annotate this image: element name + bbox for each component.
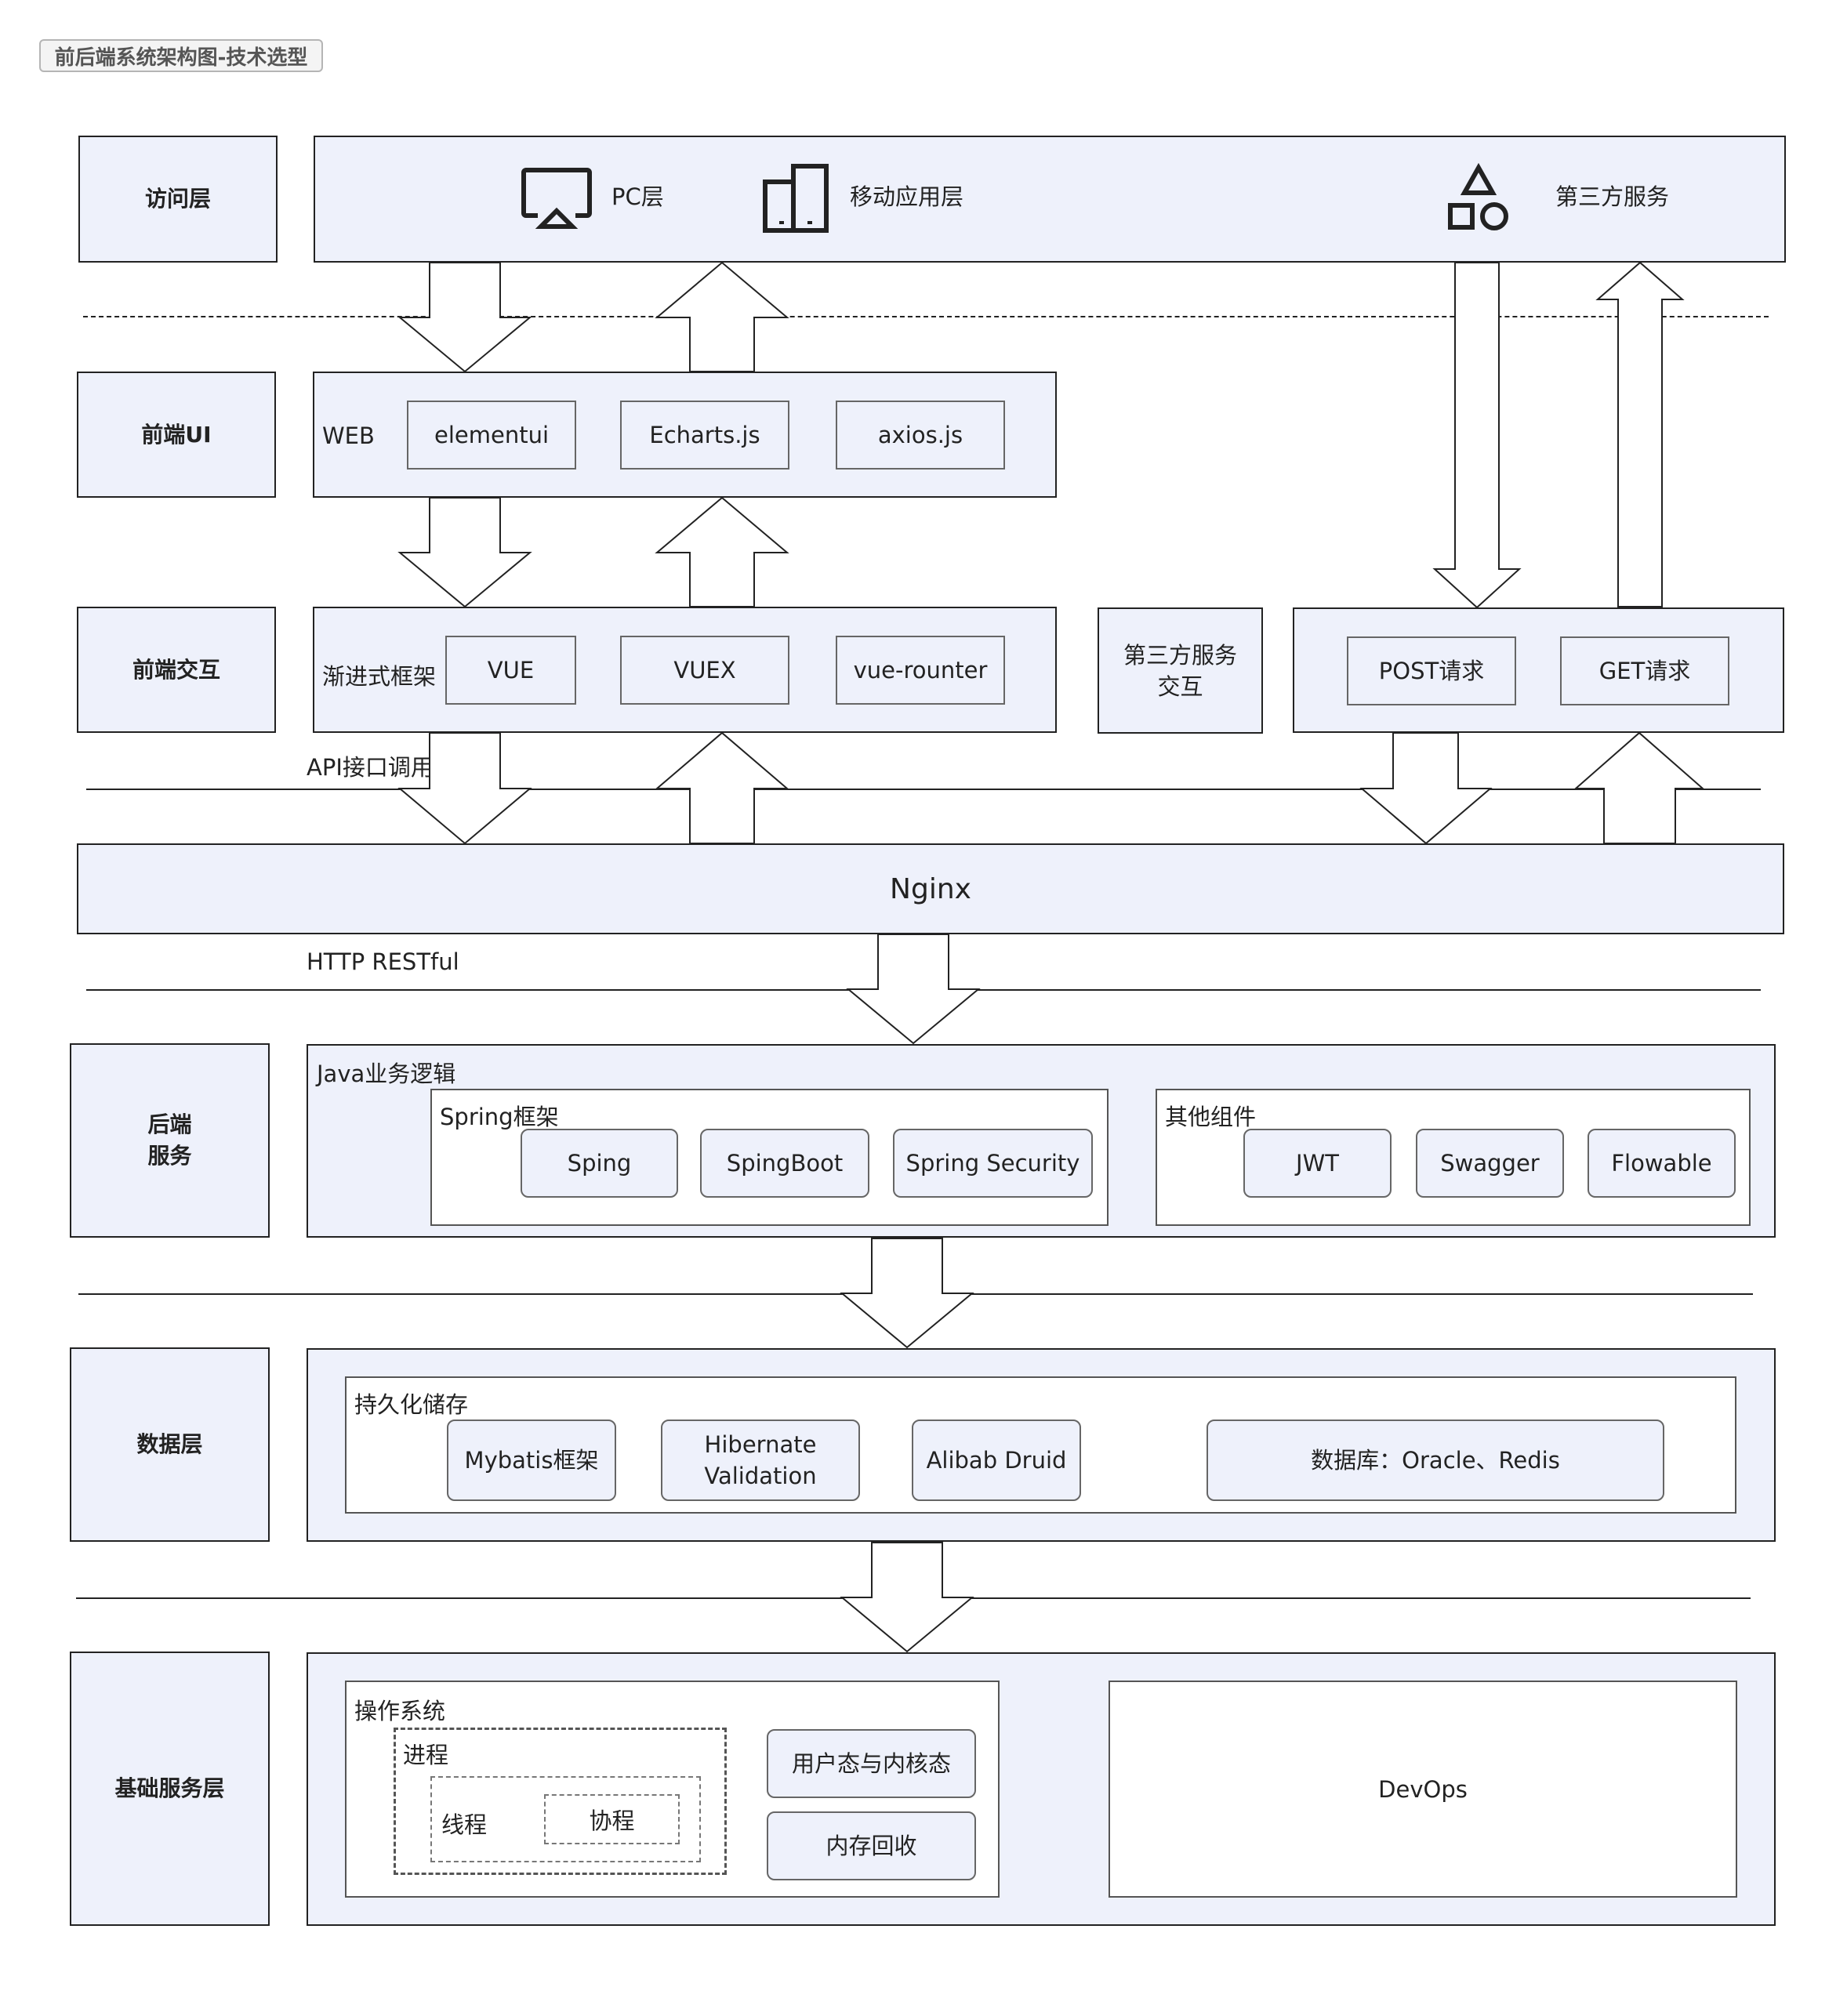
access-panel — [314, 136, 1786, 263]
persistence-label: 持久化储存 — [354, 1391, 469, 1418]
frontend-ui-chip-elementui: elementui — [407, 401, 576, 470]
http-separator — [86, 989, 1761, 991]
layer-label-access: 访问层 — [78, 136, 278, 263]
frontend-interaction-chip-vue: VUE — [445, 636, 576, 705]
arrow-up-third-party-get — [1595, 261, 1685, 607]
arrow-down-ui-to-interaction — [397, 497, 532, 608]
process-label: 进程 — [403, 1742, 449, 1768]
data-chip-hibernate: Hibernate Validation — [661, 1420, 860, 1501]
spring-chip-sping: Sping — [521, 1129, 678, 1198]
other-chip-swagger: Swagger — [1416, 1129, 1564, 1198]
devops-box: DevOps — [1109, 1681, 1737, 1898]
get-request-chip: GET请求 — [1560, 636, 1729, 705]
frontend-ui-web-label: WEB — [322, 422, 375, 449]
layer-label-frontend-interaction: 前端交互 — [77, 607, 276, 733]
memory-recycle-chip: 内存回收 — [767, 1811, 976, 1880]
frontend-ui-chip-echarts: Echarts.js — [620, 401, 789, 470]
api-separator — [86, 789, 1761, 790]
thread-label: 线程 — [441, 1811, 488, 1838]
spring-framework-label: Spring框架 — [440, 1104, 559, 1130]
data-separator — [76, 1597, 1751, 1599]
layer-label-backend: 后端 服务 — [70, 1043, 270, 1238]
api-call-label: API接口调用 — [307, 754, 434, 781]
layer-label-frontend-ui: 前端UI — [77, 372, 276, 498]
frontend-interaction-chip-vue-router: vue-rounter — [836, 636, 1005, 705]
nginx-bar: Nginx — [77, 843, 1784, 934]
post-request-chip: POST请求 — [1347, 636, 1516, 705]
frontend-interaction-label: 渐进式框架 — [322, 663, 437, 690]
user-kernel-chip: 用户态与内核态 — [767, 1729, 976, 1798]
access-pc-label: PC层 — [611, 183, 664, 210]
layer-label-data: 数据层 — [70, 1347, 270, 1542]
spring-chip-security: Spring Security — [893, 1129, 1093, 1198]
access-mobile-label: 移动应用层 — [850, 183, 964, 210]
access-separator — [83, 316, 1769, 317]
data-chip-database: 数据库：Oracle、Redis — [1207, 1420, 1664, 1501]
coroutine-box: 协程 — [544, 1794, 680, 1844]
data-chip-druid: Alibab Druid — [912, 1420, 1081, 1501]
process-box — [394, 1728, 727, 1875]
spring-chip-springboot: SpingBoot — [700, 1129, 869, 1198]
diagram-title: 前后端系统架构图-技术选型 — [39, 39, 323, 72]
other-chip-flowable: Flowable — [1588, 1129, 1736, 1198]
frontend-ui-chip-axios: axios.js — [836, 401, 1005, 470]
arrow-down-third-party-post — [1432, 262, 1522, 609]
thread-box — [430, 1776, 701, 1862]
backend-separator — [78, 1293, 1753, 1295]
other-components-label: 其他组件 — [1165, 1104, 1257, 1130]
mobile-devices-icon — [762, 161, 831, 234]
arrow-up-interaction-to-ui — [655, 496, 789, 607]
layer-label-infra: 基础服务层 — [70, 1652, 270, 1926]
http-restful-label: HTTP RESTful — [307, 948, 459, 975]
other-chip-jwt: JWT — [1243, 1129, 1392, 1198]
monitor-icon — [521, 164, 593, 231]
backend-java-label: Java业务逻辑 — [317, 1061, 456, 1087]
data-chip-mybatis: Mybatis框架 — [447, 1420, 616, 1501]
os-label: 操作系统 — [354, 1698, 446, 1724]
shapes-icon — [1442, 161, 1515, 234]
third-party-interaction-box: 第三方服务 交互 — [1098, 607, 1263, 734]
access-third-party-label: 第三方服务 — [1555, 183, 1670, 210]
frontend-interaction-chip-vuex: VUEX — [620, 636, 789, 705]
